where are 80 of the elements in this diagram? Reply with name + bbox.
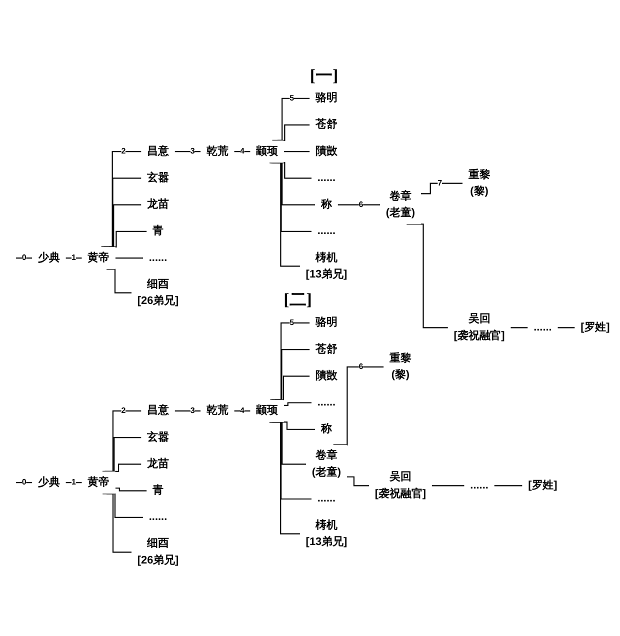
connector [272,97,310,141]
node-text: 少典 [38,250,60,264]
connector [269,162,300,266]
node-text: 乾荒 [206,144,228,157]
edge-label: 1 [72,253,76,262]
edge-label: 6 [358,200,364,209]
edge-label: 0 [22,478,26,486]
edge-label: 6 [358,362,364,371]
node-text: 重黎 (黎) [390,352,412,380]
node-text: 少典 [38,475,60,488]
edge-label: 0 [22,253,26,262]
edge-label: 2 [121,146,126,156]
connector [106,268,132,293]
edge-label: 3 [190,406,195,415]
node-text: 梼机 [13弟兄] [306,250,348,280]
node-text: 苍舒 [316,118,338,130]
connector [346,476,370,486]
node-text: ...... [470,478,488,491]
connector [234,150,250,152]
connector [277,124,310,141]
node-text: 细酉 [26弟兄] [137,277,179,306]
section-heading: [二] [284,290,312,310]
connector [66,257,82,258]
node-text: ...... [317,492,336,504]
node-text: 龙苗 [147,456,169,470]
node-text: ...... [148,250,168,264]
edge-label: 4 [240,406,244,415]
node-text: ...... [148,510,168,523]
connector [510,326,528,328]
node-text: ...... [534,320,552,333]
node-text: ...... [317,396,336,408]
node-text: 玄嚣 [147,170,169,184]
node-text: 隤敳 [316,144,338,157]
node-text: 梼机 [13弟兄] [306,518,348,548]
edge-label: 5 [290,93,294,102]
section-heading: [一] [310,66,338,86]
node-text: 青 [152,224,164,237]
node-text: 吴回 [袭祝融官] [454,312,505,342]
connector [420,182,462,194]
node-text: 细酉 [26弟兄] [137,536,179,566]
node-text: 青 [152,484,164,496]
node-text: 昌意 [147,404,169,416]
connector [102,410,142,472]
connector [284,150,310,152]
node-text: 苍舒 [316,342,338,355]
connector [558,326,575,328]
connector [104,436,142,472]
connector [115,487,147,491]
node-text: ...... [317,170,336,184]
node-text: 隤敳 [316,368,338,382]
node-text: 吴回 [袭祝融官] [374,470,426,500]
edge-label: 7 [438,178,442,188]
node-text: 称 [321,198,332,210]
connector [406,223,448,328]
connector [66,482,82,483]
edge-label: 4 [240,146,244,156]
node-text: 乾荒 [206,404,228,416]
edge-label: 3 [190,146,195,156]
connector [432,484,464,486]
node-text: [罗姓] [580,320,610,333]
node-text: 称 [321,422,332,435]
node-text: 骆明 [316,91,338,104]
node-text: 昌意 [147,144,169,157]
node-text: ...... [317,224,336,237]
node-text: [罗姓] [528,478,558,491]
connector [102,492,132,552]
edge-label: 2 [121,406,126,415]
connector [282,421,316,430]
connector [284,402,312,406]
node-text: 重黎 (黎) [468,168,490,197]
connector [269,421,300,534]
node-text: 玄嚣 [147,430,169,443]
connector [494,484,522,486]
connector [115,257,144,258]
node-text: 骆明 [316,316,338,328]
edge-label: 5 [290,318,294,327]
edge-label: 1 [72,478,76,486]
connector [338,204,380,205]
connector [114,463,142,472]
node-text: 龙苗 [147,198,169,210]
